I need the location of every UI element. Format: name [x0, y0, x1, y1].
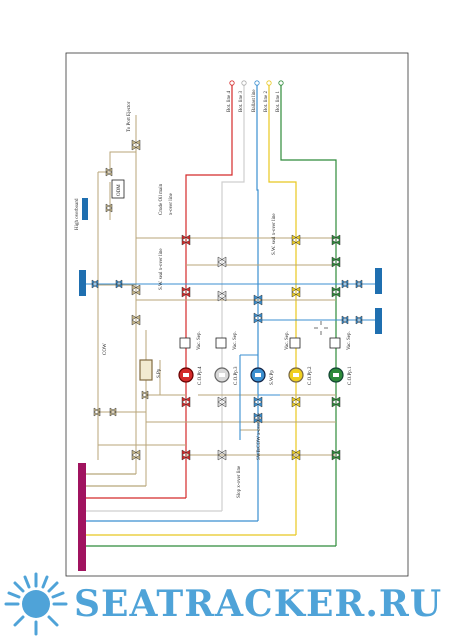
- valve: [91, 279, 99, 289]
- label-vac-sep-1: Vac. Sep.: [347, 331, 352, 350]
- label-ballast-line: Ballast line: [252, 89, 257, 112]
- label-bot-line-3: Bot. line 3: [239, 91, 244, 112]
- valve: [291, 396, 301, 408]
- sea-chest-high-overboard: [82, 198, 88, 220]
- vac-sep-4: [179, 337, 191, 349]
- valve: [331, 286, 341, 298]
- valve: [141, 390, 149, 400]
- diagram-frame: [65, 52, 409, 577]
- valve: [217, 396, 227, 408]
- valve: [331, 449, 341, 461]
- label-sw-pp: S.W.Pp: [270, 370, 275, 385]
- label-vac-sep-3: Vac. Sep.: [233, 331, 238, 350]
- label-vac-sep-2: Vac. Sep.: [285, 331, 290, 350]
- valves: [91, 139, 363, 461]
- sea-chest-port: [79, 270, 86, 296]
- label-crude-oil-main: Crude Oil main: [159, 183, 164, 215]
- label-bot-line-1: Bot. line 1: [276, 91, 281, 112]
- valve: [291, 286, 301, 298]
- pumps: [139, 359, 344, 383]
- valve: [331, 396, 341, 408]
- label-xover-line: x-over line: [169, 192, 174, 215]
- sea-chests: [79, 198, 382, 334]
- valve: [181, 286, 191, 298]
- purple-manifold: [78, 463, 86, 571]
- valve: [217, 256, 227, 268]
- valve: [355, 279, 363, 289]
- watermark-banner: SEATRACKER.RU: [4, 572, 442, 636]
- valve: [131, 314, 141, 326]
- label-odm: ODM: [117, 184, 122, 196]
- ballast-line-cap: [254, 80, 260, 86]
- valve: [181, 449, 191, 461]
- valve: [181, 396, 191, 408]
- valve: [355, 315, 363, 325]
- label-slop-xover: Slop x-over line: [237, 465, 242, 498]
- crosshair-cursor: [314, 321, 328, 335]
- vacuum-separators: [111, 179, 341, 349]
- valve: [331, 256, 341, 268]
- sea-chest-starboard-2: [375, 308, 382, 334]
- valve: [253, 312, 263, 324]
- label-bot-line-2: Bot. line 2: [264, 91, 269, 112]
- branch-lines: [186, 237, 336, 456]
- valve: [115, 279, 123, 289]
- valve: [341, 315, 349, 325]
- pump-stripping: [139, 359, 153, 381]
- sea-chest-starboard-1: [375, 268, 382, 294]
- line-end-caps: [229, 80, 284, 86]
- vac-sep-2: [289, 337, 301, 349]
- valve: [217, 290, 227, 302]
- label-cow: COW: [103, 343, 108, 355]
- bot-line-1-cap: [278, 80, 284, 86]
- valve: [131, 284, 141, 296]
- valve: [105, 203, 113, 213]
- valve: [217, 449, 227, 461]
- label-cop4: C.O.Pp.4: [198, 366, 203, 385]
- label-vac-sep-4: Vac. Sep.: [197, 331, 202, 350]
- ballast-main: [86, 283, 375, 440]
- label-to-port-ejector: To Port Ejector: [127, 101, 132, 132]
- label-cop3: C.O.Pp.3: [234, 366, 239, 385]
- label-high-overboard: High overboard: [75, 198, 80, 230]
- valve: [93, 407, 101, 417]
- label-s-pp: S.Pp: [157, 368, 162, 378]
- bot-line-4-cap: [229, 80, 235, 86]
- label-swbwcow-xover: SWB/COW x-over line: [257, 412, 262, 460]
- label-sw-seal-xover-upper: S.W. seal x-over line: [272, 213, 277, 255]
- valve: [253, 396, 263, 408]
- valve: [341, 279, 349, 289]
- valve: [181, 234, 191, 246]
- label-bot-line-4: Bot. line 4: [227, 91, 232, 112]
- valve: [105, 167, 113, 177]
- bot-line-3-cap: [241, 80, 247, 86]
- watermark-text: SEATRACKER.RU: [74, 583, 442, 625]
- manifold-tails: [86, 473, 336, 547]
- valve: [131, 139, 141, 151]
- vac-sep-3: [215, 337, 227, 349]
- valve: [291, 449, 301, 461]
- valve: [253, 412, 263, 424]
- valve: [253, 294, 263, 306]
- vac-sep-1: [329, 337, 341, 349]
- valve: [131, 449, 141, 461]
- valve: [291, 234, 301, 246]
- valve: [109, 407, 117, 417]
- label-cop2: C.O.Pp.2: [308, 366, 313, 385]
- odm-unit: [111, 179, 125, 199]
- sun-logo: [4, 572, 68, 636]
- label-cop1: C.O.Pp.1: [348, 366, 353, 385]
- bot-line-2-cap: [266, 80, 272, 86]
- label-sw-seal-xover-lower: S.W. seal x-over line: [159, 248, 164, 290]
- valve: [331, 234, 341, 246]
- labels: Bot. line 4 Bot. line 3 Ballast line Bot…: [75, 89, 353, 498]
